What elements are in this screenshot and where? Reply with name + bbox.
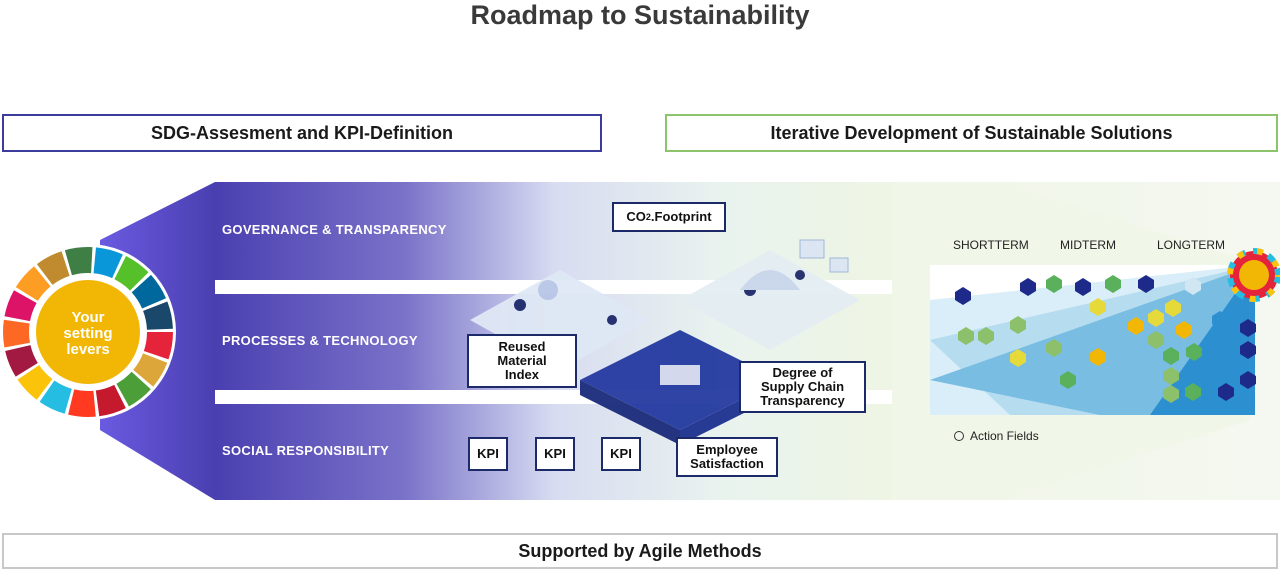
agile-methods-footer: Supported by Agile Methods xyxy=(2,533,1278,569)
row-label-social: SOCIAL RESPONSIBILITY xyxy=(222,443,390,458)
reused-material-index-box: Reused Material Index xyxy=(467,334,577,388)
sdg-wheel-segment xyxy=(3,247,173,417)
kpi-box-3: KPI xyxy=(601,437,641,471)
sdg-wheel-segment xyxy=(3,247,173,417)
row-label-governance: GOVERNANCE & TRANSPARENCY xyxy=(222,222,447,237)
sdg-wheel-small xyxy=(1227,248,1280,302)
iterative-development-header: Iterative Development of Sustainable Sol… xyxy=(665,114,1278,152)
sdg-assessment-header: SDG-Assesment and KPI-Definition xyxy=(2,114,602,152)
action-field-hexagons xyxy=(955,275,1256,403)
kpi-box-2: KPI xyxy=(535,437,575,471)
sdg-wheel-segment xyxy=(3,247,173,417)
sdg-wheel xyxy=(0,244,176,420)
term-midterm: MIDTERM xyxy=(1060,238,1116,252)
kpi-box-1: KPI xyxy=(468,437,508,471)
term-shortterm: SHORTTERM xyxy=(953,238,1029,252)
row-label-processes: PROCESSES & TECHNOLOGY xyxy=(222,333,418,348)
supply-chain-transparency-box: Degree of Supply Chain Transparency xyxy=(739,361,866,413)
legend: Action Fields xyxy=(954,429,1039,443)
action-field-legend-icon xyxy=(954,431,964,441)
term-longterm: LONGTERM xyxy=(1157,238,1226,252)
employee-satisfaction-box: Employee Satisfaction xyxy=(676,437,778,477)
sdg-wheel-segment xyxy=(3,247,173,417)
sdg-wheel-label: Your setting levers xyxy=(63,309,113,358)
page-title: Roadmap to Sustainability xyxy=(470,0,810,30)
